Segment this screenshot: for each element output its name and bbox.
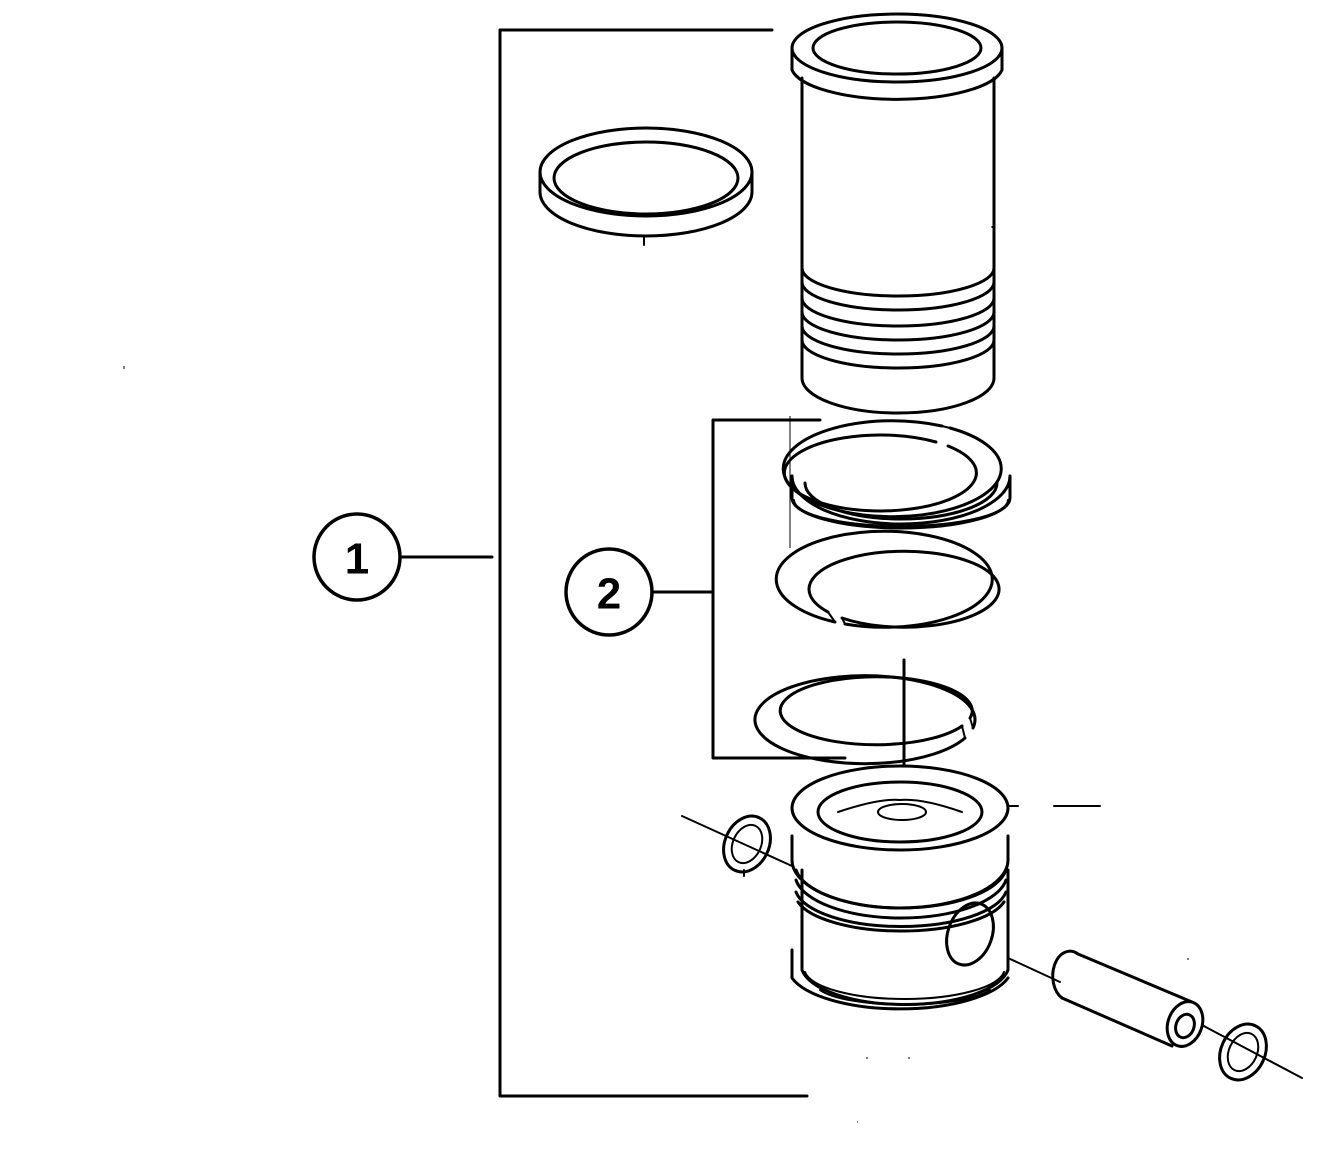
liner-seal-ring (538, 126, 754, 246)
stray-marks (123, 226, 1189, 1123)
bracket-2 (652, 418, 847, 760)
gudgeon-pin (1051, 949, 1205, 1048)
callout-1-label: 1 (345, 535, 369, 584)
callout-2-label: 2 (597, 570, 621, 619)
circlip-left (722, 814, 772, 877)
circlip-right (1218, 1022, 1268, 1082)
callout-1[interactable]: 1 (312, 512, 402, 602)
cylinder-liner (790, 12, 1004, 415)
compression-ring-top (781, 416, 1012, 548)
bracket-1 (400, 28, 809, 1098)
compression-ring-middle (774, 529, 1001, 629)
oil-control-ring (753, 674, 977, 766)
callout-2[interactable]: 2 (564, 547, 654, 637)
piston (790, 764, 1101, 1011)
gudgeon-pin-axis (681, 815, 793, 867)
